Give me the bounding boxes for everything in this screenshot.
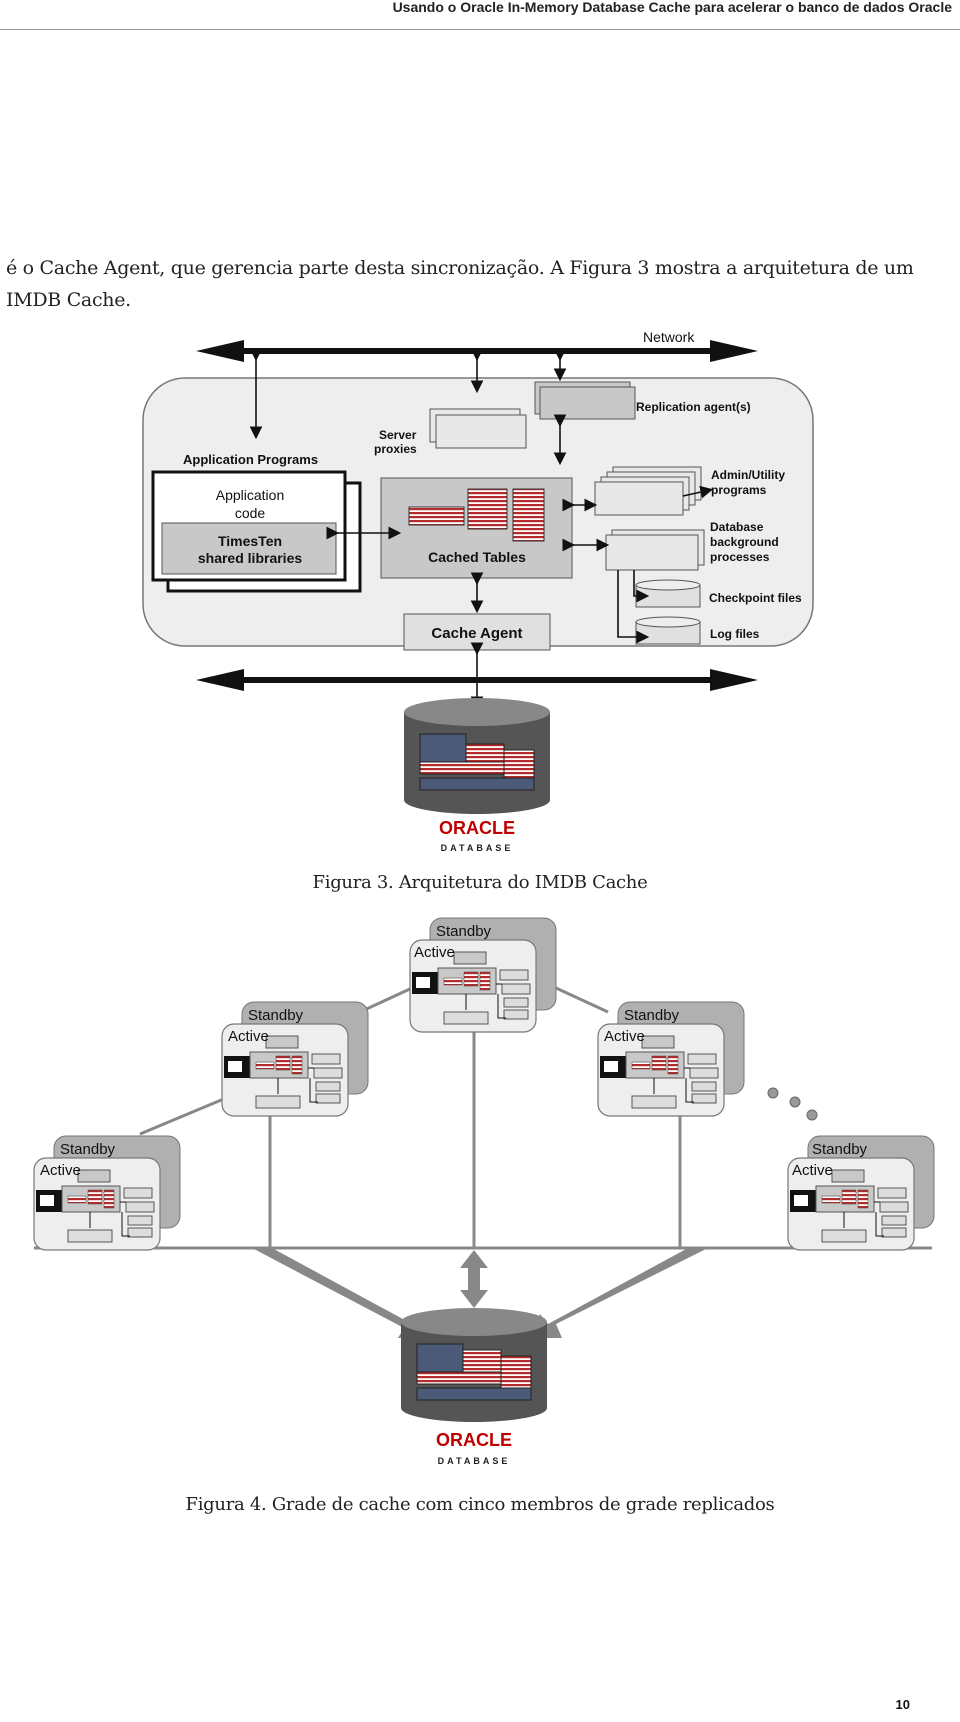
header-divider xyxy=(0,29,960,30)
file-arrows xyxy=(617,570,650,644)
cached-tables-label: Cached Tables xyxy=(428,549,526,565)
timesten-label-1: TimesTen xyxy=(218,533,282,549)
oracle-database-label: DATABASE xyxy=(441,843,514,853)
oracle-database-label-grid: DATABASE xyxy=(438,1456,511,1466)
page-number: 10 xyxy=(895,1697,910,1712)
log-files-label: Log files xyxy=(710,627,760,641)
grid-member-top: Standby Active xyxy=(409,917,557,1033)
oracle-logo-grid: ORACLE xyxy=(436,1430,512,1450)
grid-links xyxy=(34,986,932,1250)
admin-utility-stack xyxy=(594,466,702,516)
network-arrows xyxy=(249,348,567,466)
db-background-label-3: processes xyxy=(710,550,770,564)
member-far-left-standby-label: Standby xyxy=(60,1141,116,1158)
grid-to-database-arrows xyxy=(252,1248,708,1338)
cached-table-icons xyxy=(408,488,545,542)
member-far-right-standby-label: Standby xyxy=(812,1141,868,1158)
grid-member-far-left: Standby Active xyxy=(33,1135,181,1251)
oracle-database-cylinder-grid xyxy=(401,1308,547,1422)
application-code-label-2: code xyxy=(235,505,266,521)
application-programs-label: Application Programs xyxy=(183,452,318,467)
admin-utility-label-1: Admin/Utility xyxy=(711,468,785,482)
grid-member-far-right: Standby Active xyxy=(787,1135,935,1251)
member-far-right-active-label: Active xyxy=(792,1162,833,1179)
member-top-active-label: Active xyxy=(414,944,455,961)
application-code-label-1: Application xyxy=(216,487,285,503)
server-proxy-boxes xyxy=(429,408,527,449)
server-proxies-label-2: proxies xyxy=(374,442,417,456)
network-bus-bottom xyxy=(196,669,758,691)
member-far-left-active-label: Active xyxy=(40,1162,81,1179)
application-program-stack xyxy=(151,470,362,593)
grid-member-right: Standby Active xyxy=(597,1001,745,1117)
db-background-label-2: background xyxy=(710,535,779,549)
admin-utility-label-2: programs xyxy=(711,483,767,497)
oracle-logo: ORACLE xyxy=(439,818,515,838)
replication-agent-boxes xyxy=(534,381,636,420)
server-proxies-label-1: Server xyxy=(379,428,417,442)
checkpoint-files-label: Checkpoint files xyxy=(709,591,802,605)
figure-3-caption: Figura 3. Arquitetura do IMDB Cache xyxy=(312,872,648,893)
figure-4-cache-grid-diagram: Standby Active Standby Active Standby Ac… xyxy=(33,917,935,1466)
db-background-label-1: Database xyxy=(710,520,764,534)
cache-agent-label: Cache Agent xyxy=(431,625,522,642)
cache-side-arrows xyxy=(562,485,714,552)
log-files-icon xyxy=(635,616,701,645)
member-top-standby-label: Standby xyxy=(436,923,492,940)
network-label: Network xyxy=(643,329,695,345)
timesten-label-2: shared libraries xyxy=(198,550,302,566)
more-members-dots xyxy=(767,1087,818,1121)
oracle-database-cylinder xyxy=(404,698,550,814)
body-paragraph: é o Cache Agent, que gerencia parte dest… xyxy=(6,257,914,311)
checkpoint-files-icon xyxy=(635,579,701,608)
figure-3-architecture-diagram: Network Replication agent(s) Server prox… xyxy=(142,329,814,853)
member-left-standby-label: Standby xyxy=(248,1007,304,1024)
figure-4-caption: Figura 4. Grade de cache com cinco membr… xyxy=(185,1494,775,1515)
grid-member-left: Standby Active xyxy=(221,1001,369,1117)
member-left-active-label: Active xyxy=(228,1028,269,1045)
member-right-standby-label: Standby xyxy=(624,1007,680,1024)
page-header: Usando o Oracle In-Memory Database Cache… xyxy=(392,0,952,15)
replication-agents-label: Replication agent(s) xyxy=(636,400,751,414)
db-background-stack xyxy=(605,529,705,571)
network-bus-top xyxy=(196,340,758,362)
member-right-active-label: Active xyxy=(604,1028,645,1045)
